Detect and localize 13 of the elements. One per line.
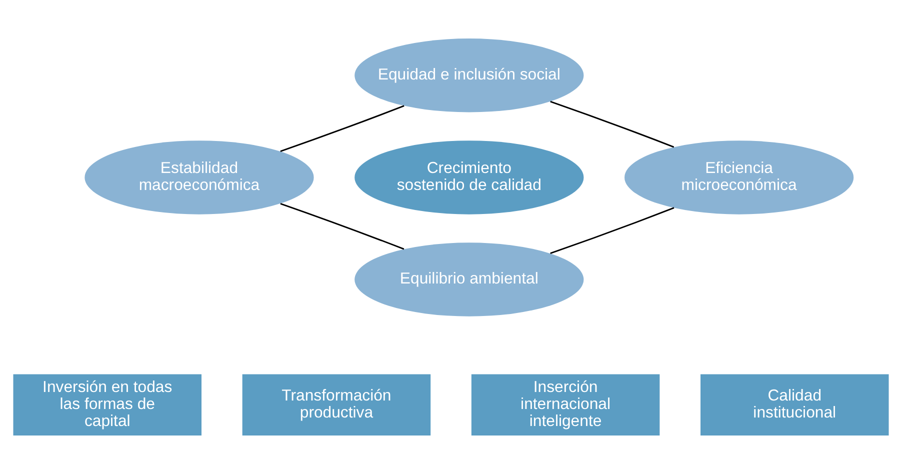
node-ellipse: Equidad e inclusión social (354, 38, 584, 112)
connector (550, 207, 674, 254)
connector (280, 105, 404, 152)
node-ellipse: Eficiencia microeconómica (624, 140, 854, 214)
node-box: Inserción internacional inteligente (471, 374, 660, 436)
connector (280, 202, 404, 250)
node-box: Inversión en todas las formas de capital (13, 374, 202, 436)
node-box: Calidad institucional (700, 374, 889, 436)
node-box: Transformación productiva (242, 374, 431, 436)
node-ellipse: Estabilidad macroeconómica (84, 140, 314, 214)
connector (550, 100, 674, 148)
node-ellipse: Crecimiento sostenido de calidad (354, 140, 584, 214)
node-ellipse: Equilibrio ambiental (354, 242, 584, 316)
